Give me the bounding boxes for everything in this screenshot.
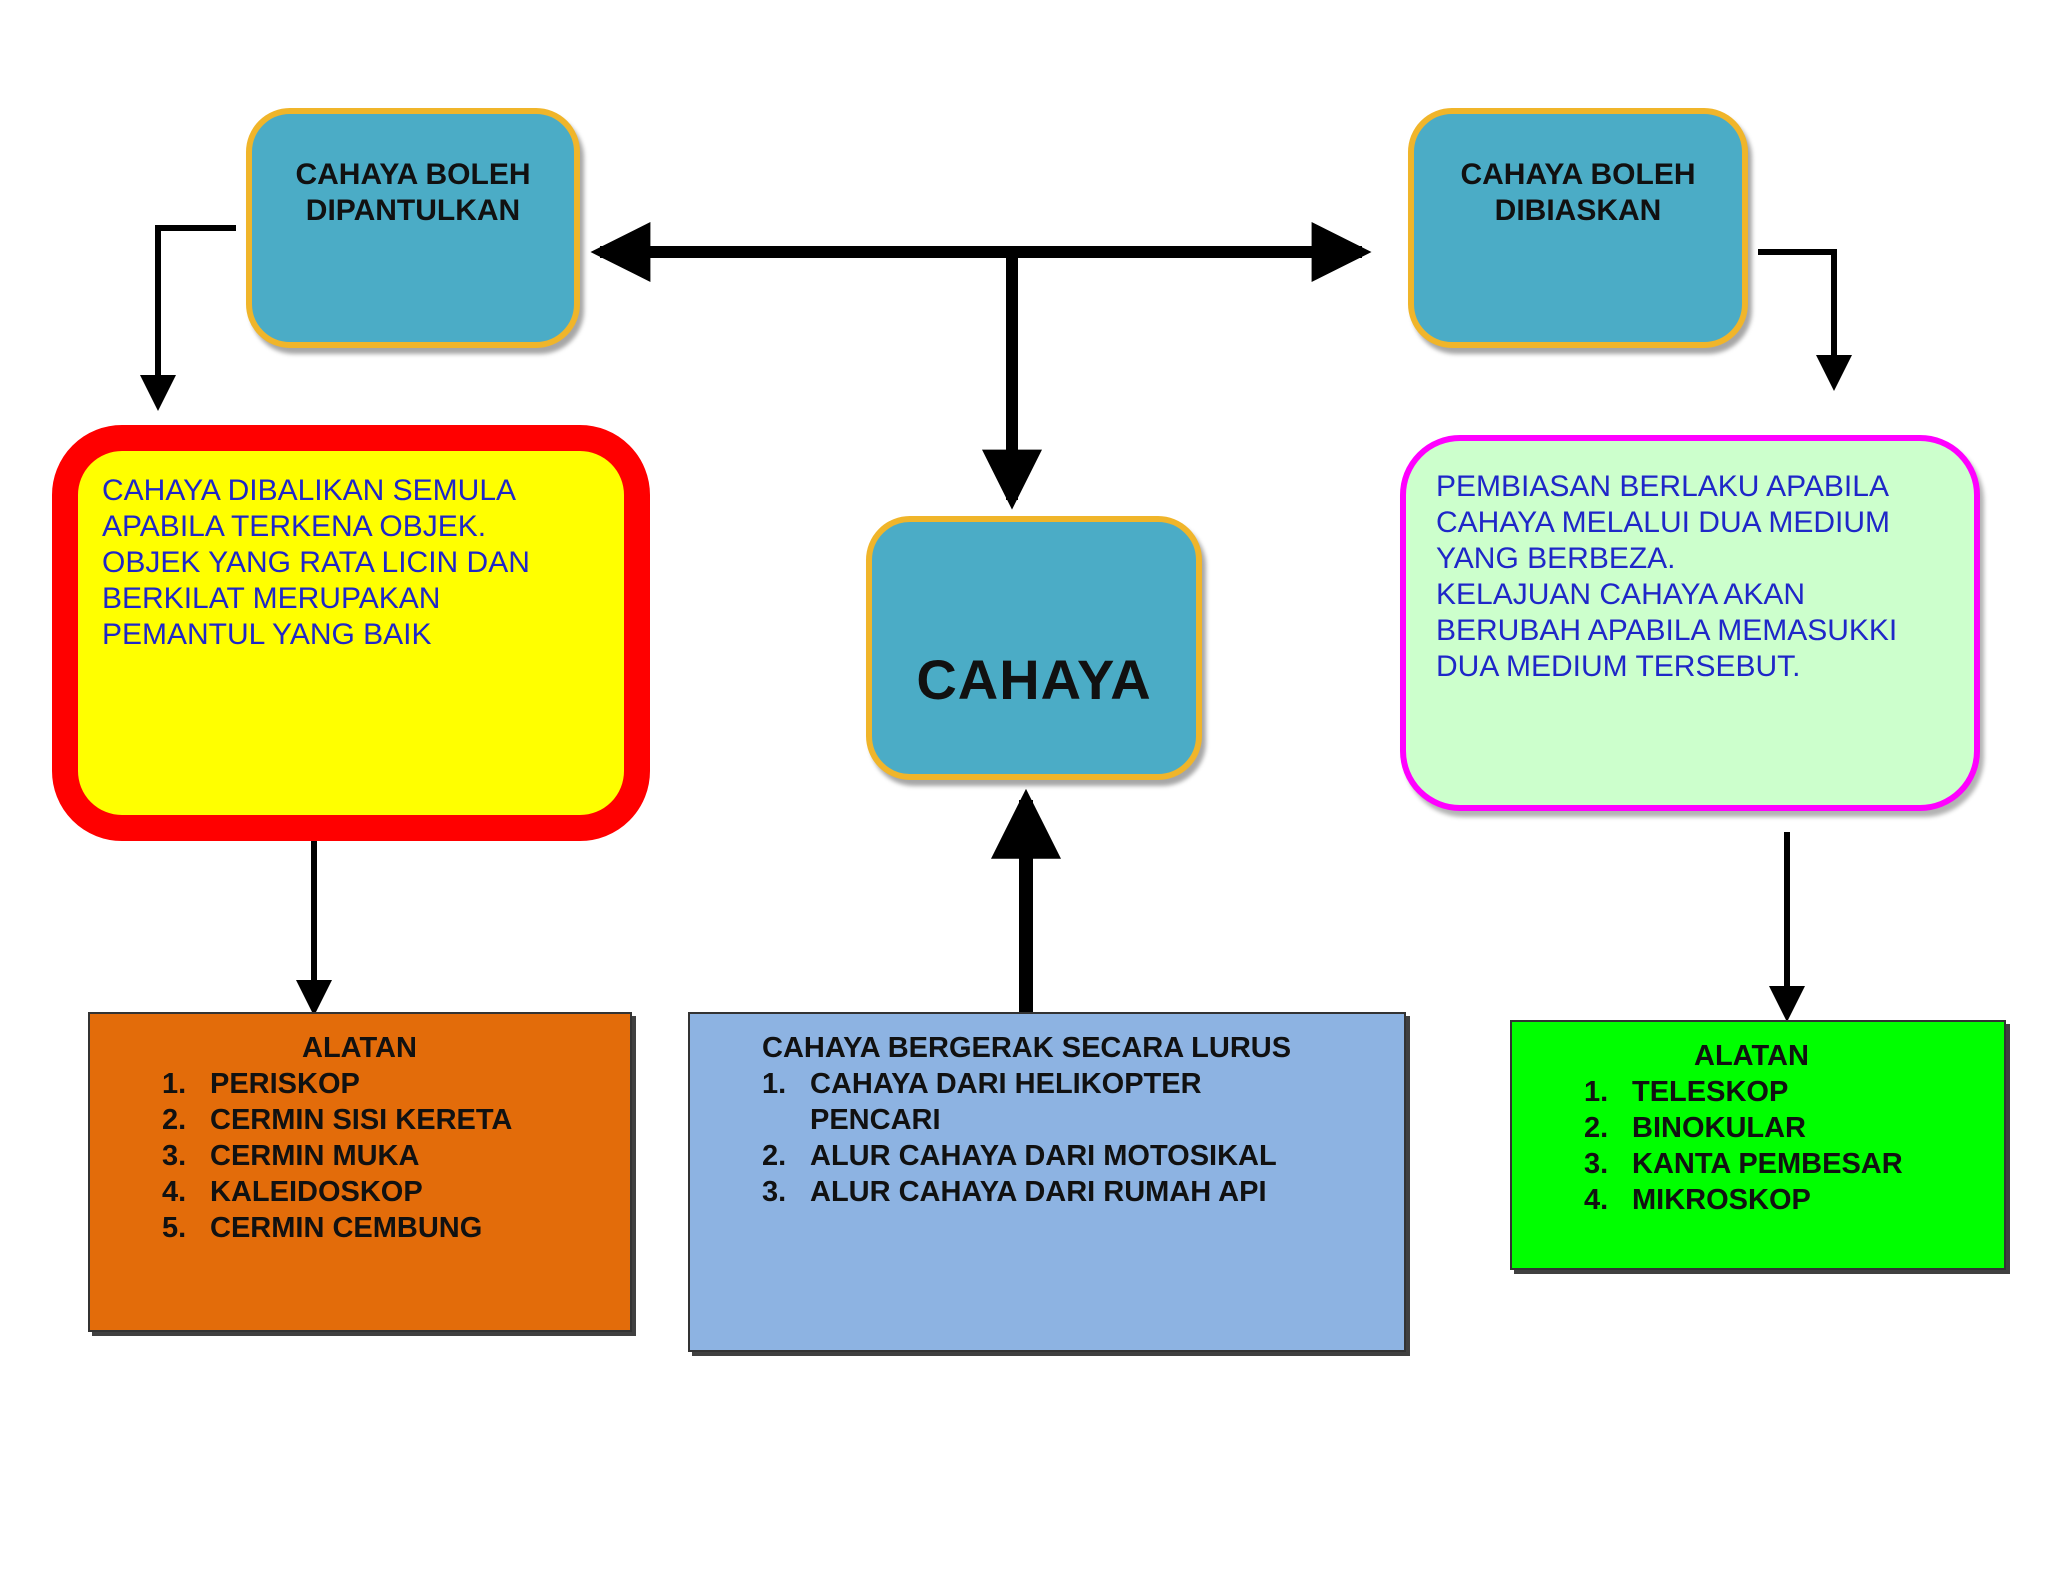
list-item: 4.MIKROSKOP (1584, 1184, 1811, 1216)
straight-line-box: CAHAYA BERGERAK SECARA LURUS 1.CAHAYA DA… (688, 1012, 1406, 1352)
list-item: 1.TELESKOP (1584, 1076, 1789, 1108)
center-node: CAHAYA (866, 516, 1202, 780)
refract-description-line-2: KELAJUAN CAHAYA AKAN BERUBAH APABILA MEM… (1436, 578, 1898, 683)
list-item: 2.ALUR CAHAYA DARI MOTOSIKAL (762, 1140, 1277, 1172)
reflect-tools-heading: ALATAN (302, 1032, 417, 1064)
list-item: 2.BINOKULAR (1584, 1112, 1806, 1144)
reflect-tools-list: 1.PERISKOP 2.CERMIN SISI KERETA 3.CERMIN… (162, 1066, 630, 1246)
list-item: 3.CERMIN MUKA (162, 1140, 420, 1172)
list-item: 5.CERMIN CEMBUNG (162, 1212, 483, 1244)
straight-line-list: 1.CAHAYA DARI HELIKOPTER PENCARI 2.ALUR … (762, 1066, 1404, 1210)
list-item: 1.CAHAYA DARI HELIKOPTER PENCARI (762, 1068, 1202, 1136)
arrow-refract-to-desc (1758, 249, 1852, 391)
straight-line-heading: CAHAYA BERGERAK SECARA LURUS (762, 1032, 1292, 1064)
refract-tools-box: ALATAN 1.TELESKOP 2.BINOKULAR 3.KANTA PE… (1510, 1020, 2006, 1270)
reflect-description-line-1: CAHAYA DIBALIKAN SEMULA APABILA TERKENA … (102, 474, 515, 543)
center-node-label: CAHAYA (916, 648, 1152, 711)
list-item: 3.ALUR CAHAYA DARI RUMAH API (762, 1176, 1267, 1208)
refract-tools-list: 1.TELESKOP 2.BINOKULAR 3.KANTA PEMBESAR … (1584, 1074, 2004, 1218)
refract-description-box: PEMBIASAN BERLAKU APABILA CAHAYA MELALUI… (1400, 435, 1980, 811)
reflect-node: CAHAYA BOLEH DIPANTULKAN (246, 108, 580, 348)
refract-tools-heading: ALATAN (1694, 1040, 1809, 1072)
reflect-description-box: CAHAYA DIBALIKAN SEMULA APABILA TERKENA … (52, 425, 650, 841)
arrow-reflect-to-desc (140, 225, 236, 411)
reflect-node-label: CAHAYA BOLEH DIPANTULKAN (295, 158, 531, 227)
refract-description-line-1: PEMBIASAN BERLAKU APABILA CAHAYA MELALUI… (1436, 470, 1890, 575)
list-item: 1.PERISKOP (162, 1068, 360, 1100)
refract-node: CAHAYA BOLEH DIBIASKAN (1408, 108, 1748, 348)
refract-node-label: CAHAYA BOLEH DIBIASKAN (1460, 158, 1696, 227)
list-item: 3.KANTA PEMBESAR (1584, 1148, 1903, 1180)
list-item: 2.CERMIN SISI KERETA (162, 1104, 513, 1136)
reflect-tools-box: ALATAN 1.PERISKOP 2.CERMIN SISI KERETA 3… (88, 1012, 632, 1332)
list-item: 4.KALEIDOSKOP (162, 1176, 423, 1208)
reflect-description-line-2: OBJEK YANG RATA LICIN DAN BERKILAT MERUP… (102, 546, 530, 651)
